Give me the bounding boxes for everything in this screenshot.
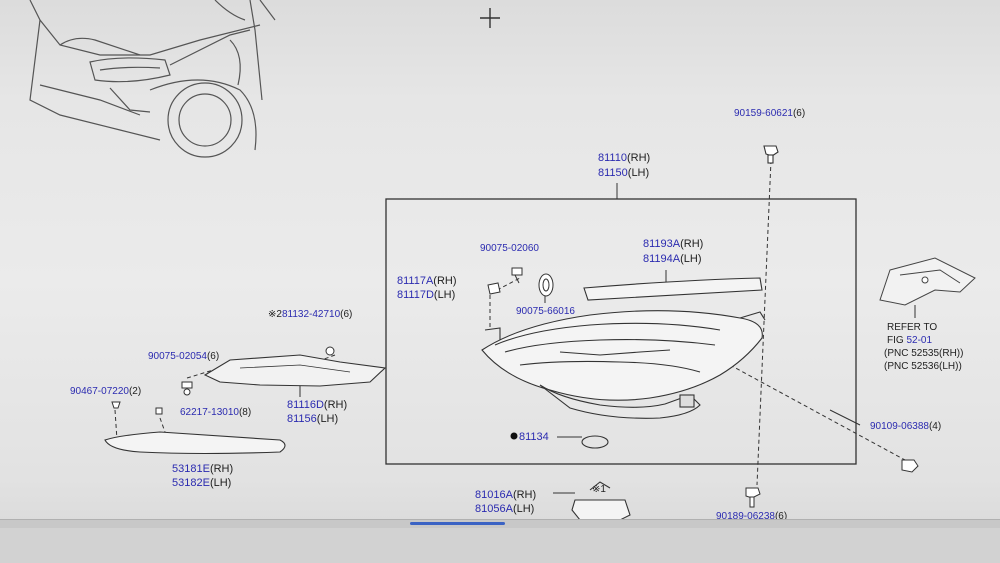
label-81134[interactable]: 81134 — [519, 431, 549, 443]
label-90467-07220[interactable]: 90467-07220(2) — [70, 386, 142, 397]
label-53181e[interactable]: 53181E(RH) — [172, 463, 234, 475]
label-90075-02060[interactable]: 90075-02060 — [480, 243, 539, 254]
screen-bezel — [0, 528, 1000, 563]
mark-1: ※1 — [592, 484, 606, 495]
horizontal-scrollbar[interactable] — [0, 519, 1000, 528]
label-81056a[interactable]: 81056A(LH) — [475, 503, 535, 515]
label-81016a[interactable]: 81016A(RH) — [475, 489, 537, 501]
label-81193a[interactable]: 81193A(RH) — [643, 238, 704, 250]
label-81156[interactable]: 81156(LH) — [287, 413, 339, 425]
scrollbar-thumb[interactable] — [410, 522, 505, 525]
refer-line4: (PNC 52536(LH)) — [884, 361, 962, 372]
clip-icon — [487, 267, 523, 295]
crosshair-icon — [480, 8, 500, 28]
gasket-icon — [581, 435, 609, 449]
label-81117a[interactable]: 81117A(RH) — [397, 275, 457, 287]
label-81110[interactable]: 81110(RH) — [598, 152, 651, 164]
headlamp-assembly-frame — [385, 198, 857, 465]
bottom-bolt-icon — [745, 487, 761, 508]
label-53182e[interactable]: 53182E(LH) — [172, 477, 232, 489]
refer-line1: REFER TO — [887, 322, 938, 333]
label-81194a[interactable]: 81194A(LH) — [643, 253, 702, 265]
garnish-strip — [583, 277, 763, 301]
nut-icon — [901, 459, 919, 473]
cover-part — [104, 431, 286, 455]
refer-bracket — [879, 257, 976, 306]
bolt-icon — [763, 145, 779, 164]
refer-line2[interactable]: FIG 52-01 — [887, 335, 933, 346]
label-90189-06238[interactable]: 90189-06238(6) — [716, 511, 788, 519]
refer-line3: (PNC 52535(RH)) — [884, 348, 964, 359]
label-90159-60621[interactable]: 90159-60621(6) — [734, 108, 806, 119]
label-81116d[interactable]: 81116D(RH) — [287, 399, 348, 411]
label-90075-66016[interactable]: 90075-66016 — [516, 306, 575, 317]
label-81117d[interactable]: 81117D(LH) — [397, 289, 456, 301]
vehicle-illustration — [29, 0, 276, 158]
label-90109-06388[interactable]: 90109-06388(4) — [870, 421, 942, 432]
label-81132-42710[interactable]: ※281132-42710(6) — [268, 309, 353, 320]
label-90075-02054[interactable]: 90075-02054(6) — [148, 351, 220, 362]
label-81150[interactable]: 81150(LH) — [598, 167, 650, 179]
headlamp-assembly — [481, 310, 766, 419]
bracket-part — [203, 354, 387, 387]
label-62217-13010[interactable]: 62217-13010(8) — [180, 407, 252, 418]
screw-icon — [538, 273, 554, 297]
